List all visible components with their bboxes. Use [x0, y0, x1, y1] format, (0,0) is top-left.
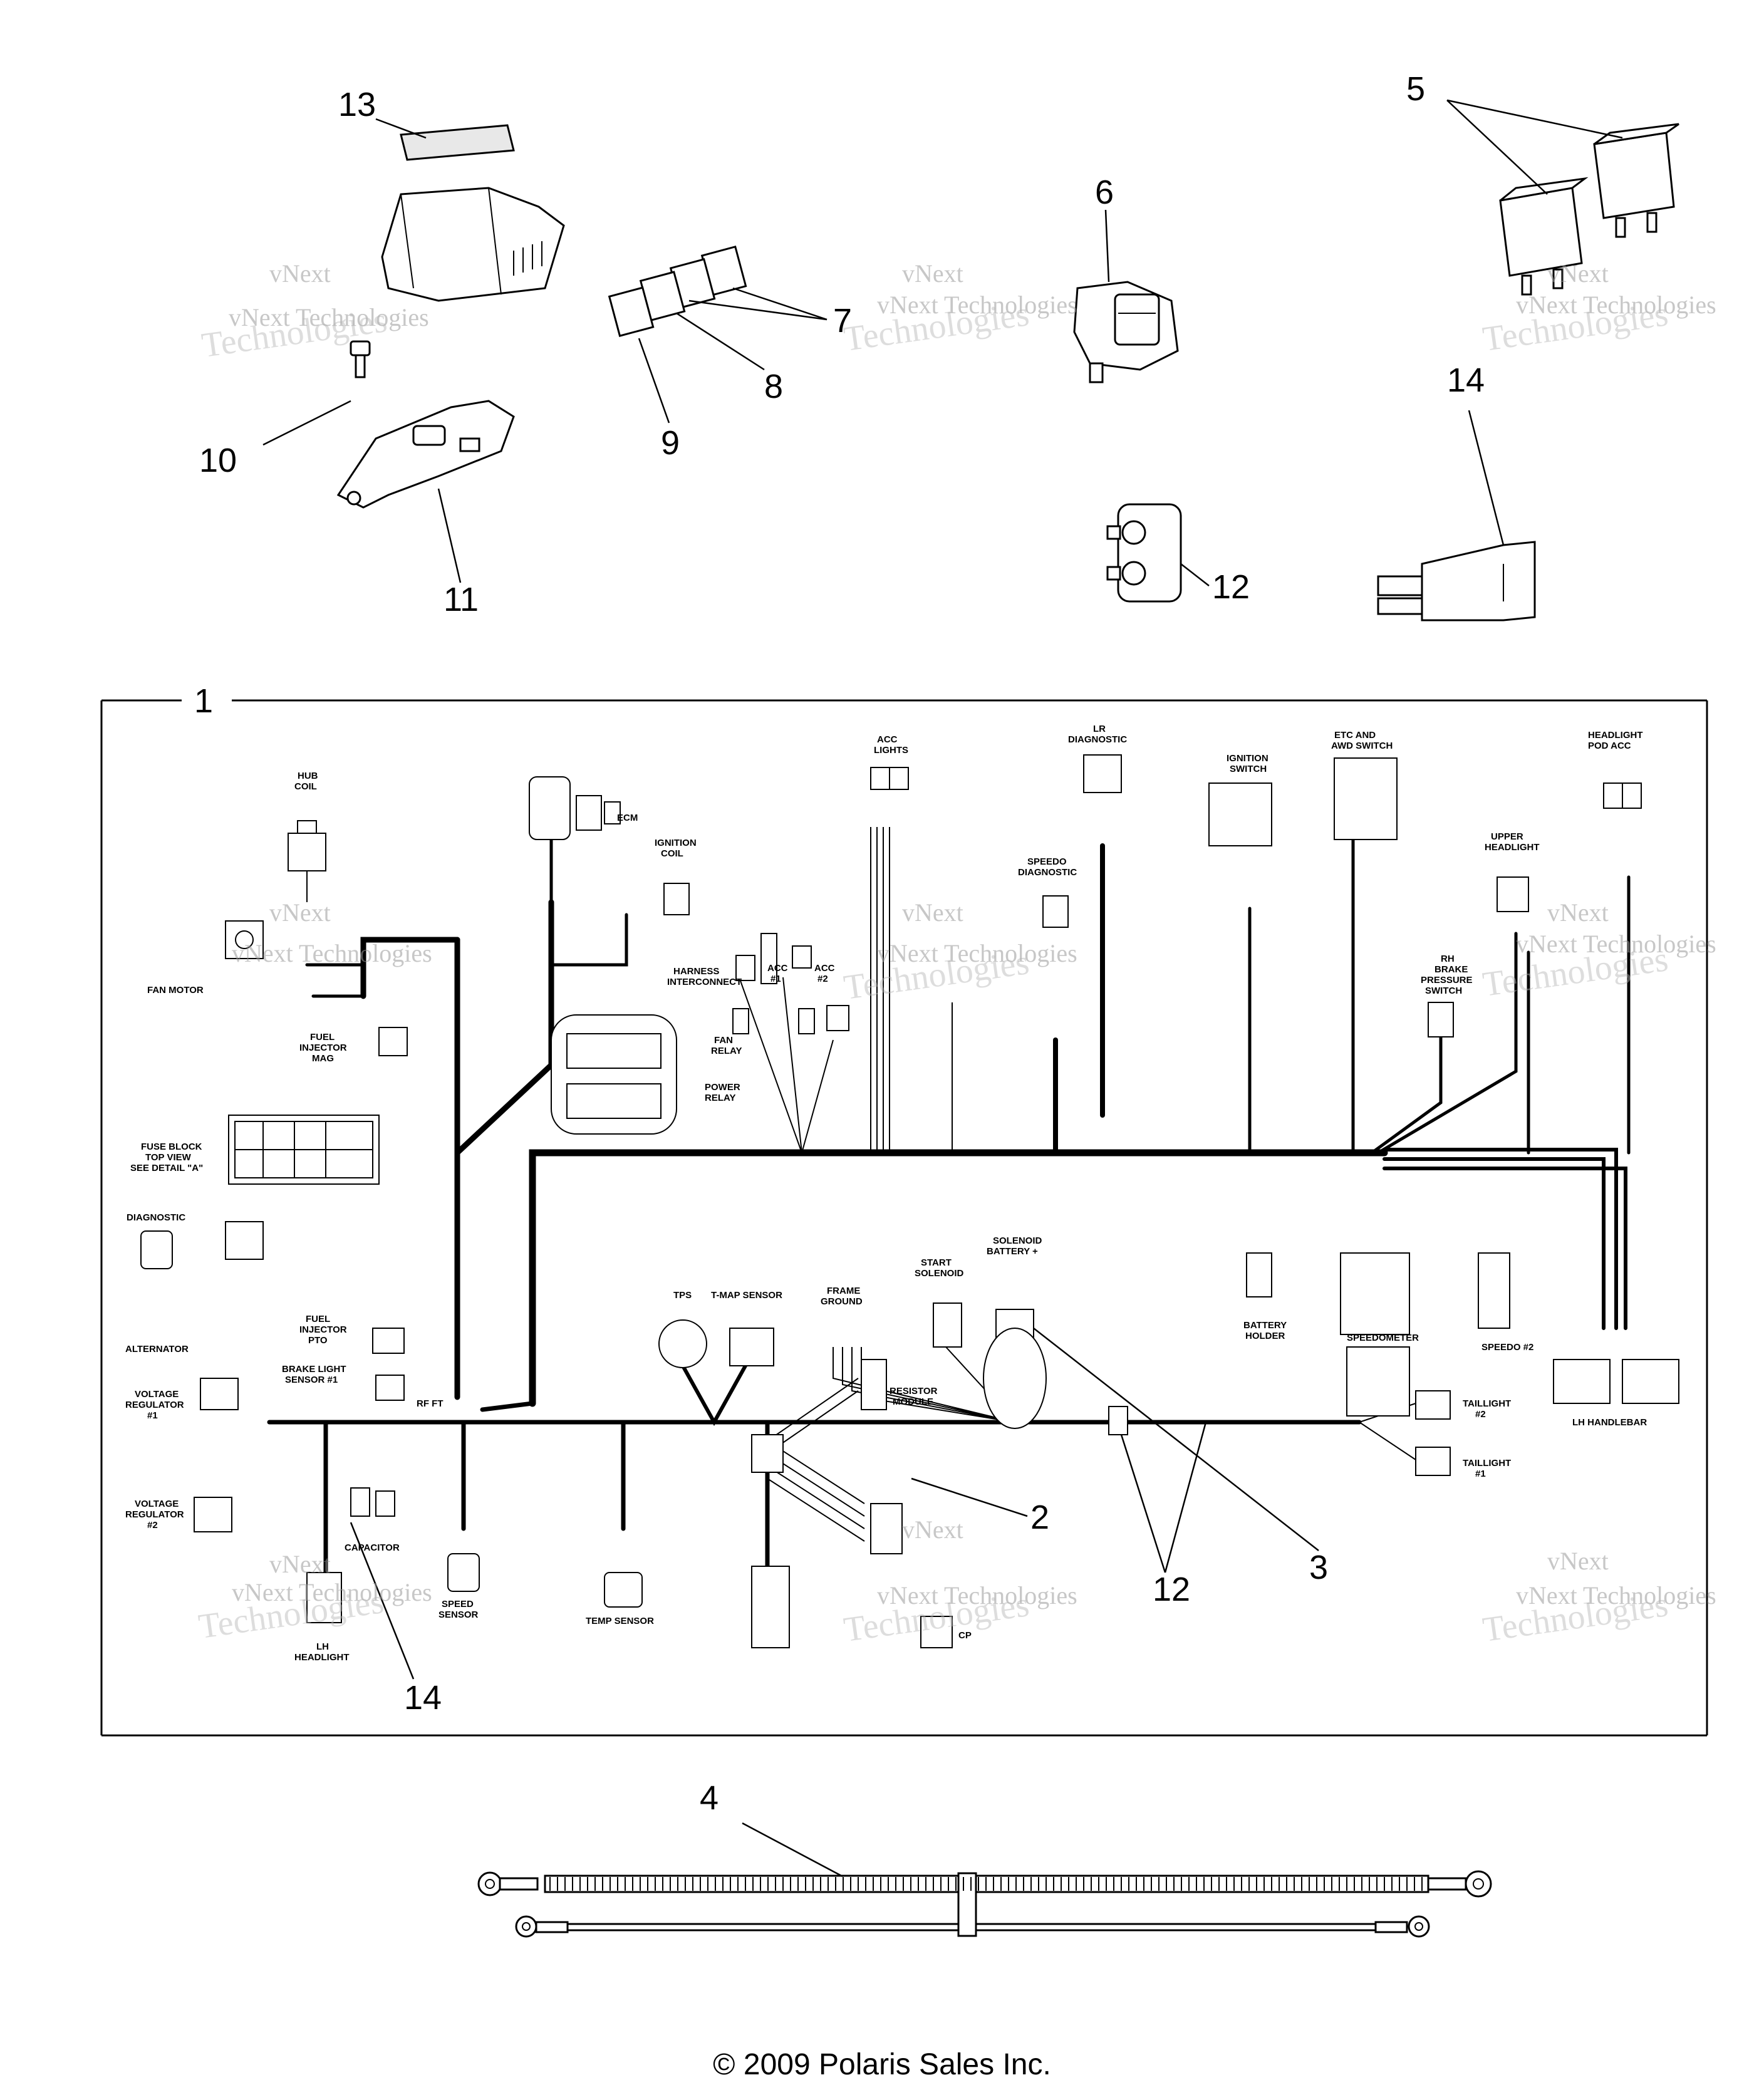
- svg-text:vNext: vNext: [1547, 1547, 1609, 1575]
- callout-2: 2: [1030, 1499, 1049, 1536]
- svg-text:vNext: vNext: [269, 259, 331, 288]
- svg-text:vNext: vNext: [902, 1516, 963, 1544]
- copyright-text: © 2009 Polaris Sales Inc.: [713, 2048, 1051, 2081]
- svg-text:vNext: vNext: [902, 898, 963, 927]
- svg-text:T-MAP SENSOR: T-MAP SENSOR: [711, 1290, 782, 1301]
- svg-text:vNext Technologies: vNext Technologies: [877, 939, 1077, 967]
- svg-text:vNext: vNext: [902, 259, 963, 288]
- part-6-connector: [1073, 281, 1179, 383]
- svg-text:ACC#2: ACC#2: [814, 963, 835, 984]
- svg-text:vNext: vNext: [1547, 898, 1609, 927]
- svg-text:TAILLIGHT#2: TAILLIGHT#2: [1463, 1398, 1511, 1420]
- callout-14-harness: 14: [404, 1679, 442, 1717]
- svg-text:SPEEDO #2: SPEEDO #2: [1481, 1342, 1533, 1353]
- svg-text:ACC#1: ACC#1: [767, 963, 788, 984]
- callout-6: 6: [1095, 174, 1114, 211]
- svg-text:ALTERNATOR: ALTERNATOR: [125, 1344, 189, 1354]
- svg-text:vNext Technologies: vNext Technologies: [1516, 930, 1716, 958]
- callout-4: 4: [700, 1779, 719, 1817]
- svg-text:FAN MOTOR: FAN MOTOR: [147, 985, 204, 996]
- part-12-pressure-switch: [1106, 503, 1182, 603]
- part-10-bolt: [350, 340, 371, 378]
- callout-5: 5: [1406, 70, 1425, 108]
- callout-8: 8: [764, 368, 783, 405]
- svg-text:vNext: vNext: [269, 898, 331, 927]
- svg-text:vNext Technologies: vNext Technologies: [877, 1581, 1077, 1609]
- part-11-bracket: [336, 400, 515, 509]
- svg-text:ECM: ECM: [617, 813, 638, 823]
- parts-7-8-9-fuses: [608, 246, 747, 337]
- part-5-relays: [1499, 123, 1679, 296]
- svg-text:CAPACITOR: CAPACITOR: [345, 1542, 400, 1553]
- callout-3: 3: [1309, 1549, 1328, 1586]
- svg-text:RF FT: RF FT: [417, 1398, 444, 1409]
- svg-text:vNext Technologies: vNext Technologies: [1516, 1581, 1716, 1609]
- svg-text:TAILLIGHT#1: TAILLIGHT#1: [1463, 1458, 1511, 1479]
- svg-text:vNext Technologies: vNext Technologies: [232, 939, 432, 967]
- callout-13: 13: [338, 86, 376, 123]
- part-13-fuse-box: [381, 124, 565, 302]
- cable-corrugation: [549, 1877, 1423, 1891]
- svg-text:CP: CP: [958, 1630, 972, 1641]
- svg-text:LH HANDLEBAR: LH HANDLEBAR: [1572, 1417, 1647, 1428]
- svg-text:DIAGNOSTIC: DIAGNOSTIC: [127, 1212, 185, 1223]
- svg-text:vNext: vNext: [1547, 259, 1609, 288]
- svg-text:TPS: TPS: [673, 1290, 692, 1301]
- callout-12-harness: 12: [1153, 1571, 1190, 1608]
- part-14-fuse-holder: [1377, 541, 1536, 621]
- svg-text:vNext Technologies: vNext Technologies: [232, 1578, 432, 1606]
- harness-frame: [100, 699, 1708, 1737]
- svg-text:SPEEDOMETER: SPEEDOMETER: [1347, 1333, 1419, 1343]
- callout-10: 10: [199, 442, 237, 479]
- harness-wiring: [267, 813, 1631, 1606]
- callout-12-top: 12: [1212, 568, 1250, 606]
- callout-11: 11: [444, 581, 479, 618]
- svg-text:vNext Technologies: vNext Technologies: [1516, 291, 1716, 319]
- svg-text:vNext Technologies: vNext Technologies: [229, 303, 429, 331]
- callout-14-top: 14: [1447, 361, 1485, 399]
- svg-text:vNext: vNext: [269, 1550, 331, 1578]
- callout-1: 1: [194, 682, 213, 720]
- callout-9: 9: [661, 424, 680, 462]
- harness-components: [140, 754, 1679, 1648]
- callout-7: 7: [833, 302, 852, 340]
- svg-text:TEMP SENSOR: TEMP SENSOR: [586, 1616, 654, 1626]
- svg-text:vNext Technologies: vNext Technologies: [877, 291, 1077, 319]
